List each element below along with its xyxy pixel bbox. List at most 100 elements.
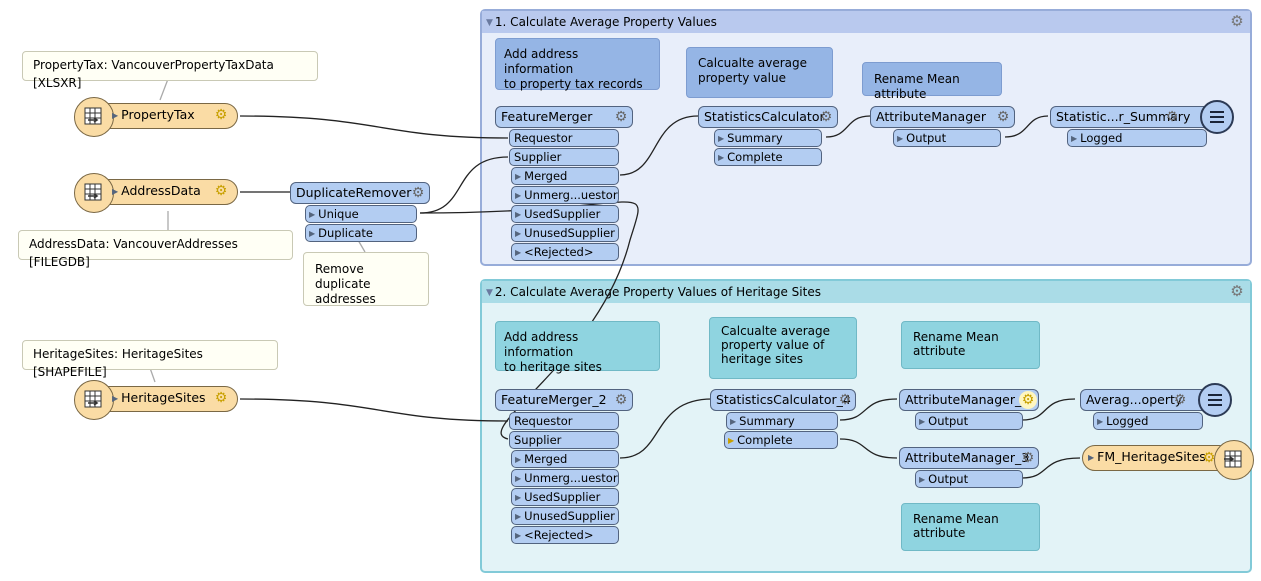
transformer-duplicateremover[interactable]: DuplicateRemover ⚙ (290, 182, 430, 204)
reader-circle[interactable] (74, 380, 114, 420)
port-triangle-icon: ▶ (897, 134, 904, 143)
link-output2-logger2 (1021, 398, 1076, 421)
annotation-rename-mean-2[interactable]: Rename Mean attribute (901, 321, 1040, 369)
transformer-logger-summary[interactable]: Statistic...r_Summary ⚙ (1050, 106, 1220, 128)
annotation-heritage-reader[interactable]: HeritageSites: HeritageSites [SHAPEFILE] (22, 340, 278, 379)
writer-body[interactable] (1082, 445, 1232, 471)
reader-addressdata[interactable]: ▶AddressData ⚙ (74, 173, 244, 213)
annotation-calc-average[interactable]: Calcualte average property value (686, 47, 833, 98)
port-unusedsupplier[interactable]: ▶UnusedSupplier (511, 507, 619, 525)
expand-triangle-icon[interactable]: ▶ (112, 111, 119, 120)
port-merged[interactable]: ▶Merged (511, 450, 619, 468)
port-triangle-icon: ▶ (718, 134, 725, 143)
gear-icon[interactable]: ⚙ (838, 392, 852, 408)
gear-icon[interactable]: ⚙ (1019, 391, 1037, 409)
gear-icon[interactable]: ⚙ (214, 107, 228, 123)
port-rejected[interactable]: ▶<Rejected> (511, 526, 619, 544)
annotation-addressdata-reader[interactable]: AddressData: VancouverAddresses [FILEGDB… (18, 230, 293, 269)
transformer-attributemanager-3[interactable]: AttributeManager_3 ⚙ (899, 447, 1039, 469)
collapse-triangle-icon[interactable]: ▼ (486, 288, 493, 298)
reader-circle[interactable] (74, 97, 114, 137)
port-merged[interactable]: ▶Merged (511, 167, 619, 185)
link-propertytax-requestor (239, 115, 509, 139)
gear-icon[interactable]: ⚙ (614, 109, 628, 125)
expand-triangle-icon[interactable]: ▶ (1088, 453, 1095, 462)
link-output-logger (1004, 115, 1049, 138)
annotation-rename-mean[interactable]: Rename Mean attribute (862, 62, 1002, 101)
port-triangle-icon: ▶ (515, 210, 522, 219)
collapse-triangle-icon[interactable]: ▼ (486, 18, 493, 28)
port-unmerged-requestor[interactable]: ▶Unmerg...uestor (511, 186, 619, 204)
annotation-remove-duplicate[interactable]: Remove duplicate addresses (303, 252, 429, 306)
port-output[interactable]: ▶Output (893, 129, 1001, 147)
transformer-featuremerger-2[interactable]: FeatureMerger_2 ⚙ (495, 389, 633, 411)
reader-propertytax[interactable]: ▶PropertyTax ⚙ (74, 97, 244, 137)
port-triangle-icon: ▶ (728, 436, 735, 445)
writer-fm-heritagesites[interactable]: ▶FM_HeritageSites ⚙ (1080, 440, 1254, 480)
port-supplier[interactable]: Supplier (509, 148, 619, 166)
logger-icon[interactable] (1200, 100, 1234, 134)
reader-circle[interactable] (74, 173, 114, 213)
table-icon (84, 390, 102, 408)
gear-icon[interactable]: ⚙ (996, 109, 1010, 125)
expand-triangle-icon[interactable]: ▶ (112, 187, 119, 196)
port-usedsupplier[interactable]: ▶UsedSupplier (511, 205, 619, 223)
port-complete[interactable]: ▶Complete (724, 431, 838, 449)
port-triangle-icon: ▶ (919, 475, 926, 484)
logger-icon[interactable] (1198, 383, 1232, 417)
port-requestor[interactable]: Requestor (509, 412, 619, 430)
port-triangle-icon: ▶ (515, 229, 522, 238)
annotation-add-address-info[interactable]: Add address information to property tax … (495, 38, 660, 91)
list-lines-icon (1210, 111, 1224, 123)
port-supplier[interactable]: Supplier (509, 431, 619, 449)
gear-icon[interactable]: ⚙ (1173, 392, 1187, 408)
transformer-statisticscalculator-4[interactable]: StatisticsCalculator_4 ⚙ (710, 389, 856, 411)
expand-triangle-icon[interactable]: ▶ (112, 394, 119, 403)
gear-icon[interactable]: ⚙ (1202, 450, 1216, 466)
gear-icon[interactable]: ⚙ (411, 185, 425, 201)
link-output3-writer (1021, 457, 1081, 479)
bookmark-header[interactable]: ▼1. Calculate Average Property Values (482, 11, 1250, 33)
reader-body[interactable] (94, 103, 238, 129)
annotation-add-address-heritage[interactable]: Add address information to heritage site… (495, 321, 660, 374)
port-summary[interactable]: ▶Summary (726, 412, 838, 430)
port-usedsupplier[interactable]: ▶UsedSupplier (511, 488, 619, 506)
transformer-attributemanager[interactable]: AttributeManager ⚙ (870, 106, 1015, 128)
reader-body[interactable] (94, 386, 238, 412)
reader-heritagesites[interactable]: ▶HeritageSites ⚙ (74, 380, 244, 420)
port-output[interactable]: ▶Output (915, 412, 1023, 430)
port-logged[interactable]: ▶Logged (1067, 129, 1207, 147)
port-unmerged-requestor[interactable]: ▶Unmerg...uestor (511, 469, 619, 487)
annotation-rename-mean-3[interactable]: Rename Mean attribute (901, 503, 1040, 551)
gear-icon[interactable]: ⚙ (1165, 109, 1179, 125)
port-requestor[interactable]: Requestor (509, 129, 619, 147)
gear-icon[interactable]: ⚙ (819, 109, 833, 125)
gear-icon[interactable]: ⚙ (214, 183, 228, 199)
transformer-featuremerger[interactable]: FeatureMerger ⚙ (495, 106, 633, 128)
port-logged[interactable]: ▶Logged (1093, 412, 1203, 430)
port-triangle-icon: ▶ (730, 417, 737, 426)
transformer-attributemanager-2[interactable]: AttributeManager_2 ⚙ (899, 389, 1039, 411)
port-unique[interactable]: ▶Unique (305, 205, 417, 223)
port-rejected[interactable]: ▶<Rejected> (511, 243, 619, 261)
port-triangle-icon: ▶ (1071, 134, 1078, 143)
port-triangle-icon: ▶ (515, 474, 522, 483)
transformer-logger-average[interactable]: Averag...operty ⚙ (1080, 389, 1220, 411)
port-summary[interactable]: ▶Summary (714, 129, 822, 147)
port-unusedsupplier[interactable]: ▶UnusedSupplier (511, 224, 619, 242)
bookmark-header[interactable]: ▼2. Calculate Average Property Values of… (482, 281, 1250, 303)
port-output[interactable]: ▶Output (915, 470, 1023, 488)
transformer-statisticscalculator[interactable]: StatisticsCalculator ⚙ (698, 106, 838, 128)
gear-icon[interactable]: ⚙ (1230, 282, 1244, 300)
gear-icon[interactable]: ⚙ (214, 390, 228, 406)
annotation-calc-average-heritage[interactable]: Calcualte average property value of heri… (709, 317, 857, 379)
writer-circle[interactable] (1214, 440, 1254, 480)
gear-icon[interactable]: ⚙ (1021, 450, 1035, 466)
annotation-propertytax-reader[interactable]: PropertyTax: VancouverPropertyTaxData [X… (22, 51, 318, 90)
port-complete[interactable]: ▶Complete (714, 148, 822, 166)
gear-icon[interactable]: ⚙ (614, 392, 628, 408)
link-complete4-attrmanager3 (839, 438, 898, 459)
gear-icon[interactable]: ⚙ (1230, 12, 1244, 30)
port-triangle-icon: ▶ (309, 210, 316, 219)
port-duplicate[interactable]: ▶Duplicate (305, 224, 417, 242)
